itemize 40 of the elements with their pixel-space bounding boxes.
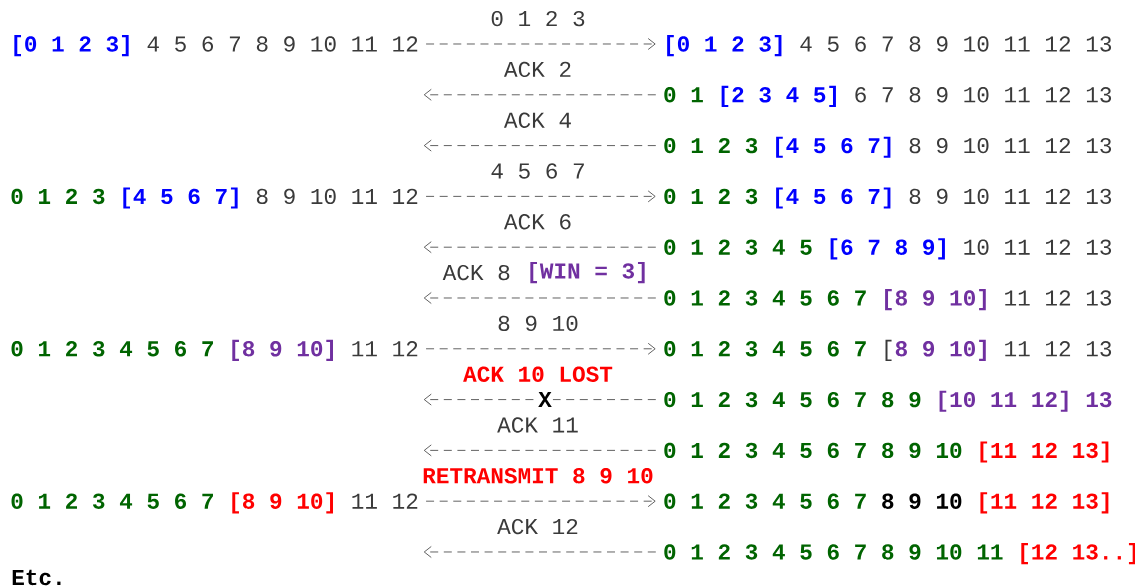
edge-label: 4 5 6 7: [489, 162, 587, 180]
arrow: [425, 190, 656, 203]
sequence-numbers: 0 1 2 3 4 5 6 7 8 9 10 11 [12 13..]: [664, 543, 1135, 565]
arrow: [425, 38, 656, 50]
sequence-numbers: 0 1 2 3 4 5 6 7 [8 9 10] 11 12: [11, 339, 418, 361]
sequence-numbers: 0 1 2 3 4 5 [6 7 8 9] 10 11 12 13: [664, 238, 1112, 260]
arrow: [425, 495, 656, 508]
arrow: [423, 546, 657, 558]
arrow: [423, 241, 657, 254]
sequence-numbers: 0 1 2 3 4 5 6 7 8 9 10 [11 12 13]: [664, 492, 1109, 514]
lost-mark: X: [537, 391, 553, 409]
sequence-numbers: 0 1 2 3 [4 5 6 7] 8 9 10 11 12 13: [664, 136, 1112, 158]
edge-label: ACK 10 LOST: [462, 365, 614, 383]
edge-label: ACK 11: [496, 416, 580, 434]
sequence-numbers: 0 1 2 3 4 5 6 7 [ 8 9 10] 11 12 13: [664, 339, 1112, 361]
edge-label: 8 9 10: [496, 314, 580, 333]
arrow: [425, 342, 656, 355]
edge-label: RETRANSMIT 8 9 10: [421, 467, 655, 485]
note-text: Etc.: [12, 569, 61, 586]
sequence-numbers: 0 1 2 3 [4 5 6 7] 8 9 10 11 12: [11, 187, 418, 209]
edge-label: ACK 4: [502, 111, 574, 129]
edge-label: ACK 8: [441, 263, 512, 282]
sequence-numbers: 0 1 2 3 4 5 6 7 [8 9 10] 11 12: [11, 492, 418, 514]
arrow: [423, 292, 657, 304]
arrow: [423, 393, 657, 406]
edge-label: 0 1 2 3: [489, 9, 587, 28]
sequence-numbers: [0 1 2 3] 4 5 6 7 8 9 10 11 12 13: [667, 35, 1112, 57]
sequence-numbers: 0 1 2 3 4 5 6 7 [8 9 10] 11 12 13: [664, 289, 1112, 311]
sequence-numbers: 0 1 [2 3 4 5] 6 7 8 9 10 11 12 13: [664, 85, 1112, 107]
sequence-numbers: 0 1 2 3 4 5 6 7 8 9 [10 11 12] 13: [664, 390, 1112, 412]
sequence-numbers: 0 1 2 3 [4 5 6 7] 8 9 10 11 12 13: [664, 187, 1112, 209]
sequence-numbers: [0 1 2 3] 4 5 6 7 8 9 10 11 12: [14, 35, 418, 57]
arrow: [423, 88, 657, 101]
arrow: [423, 444, 657, 457]
edge-label: ACK 2: [502, 60, 574, 79]
edge-label: ACK 6: [502, 213, 574, 231]
edge-label: ACK 12: [496, 517, 580, 536]
window-size-label: [WIN = 3]: [530, 262, 645, 284]
sequence-numbers: 0 1 2 3 4 5 6 7 8 9 10 [11 12 13]: [664, 441, 1109, 463]
arrow: [423, 139, 657, 152]
